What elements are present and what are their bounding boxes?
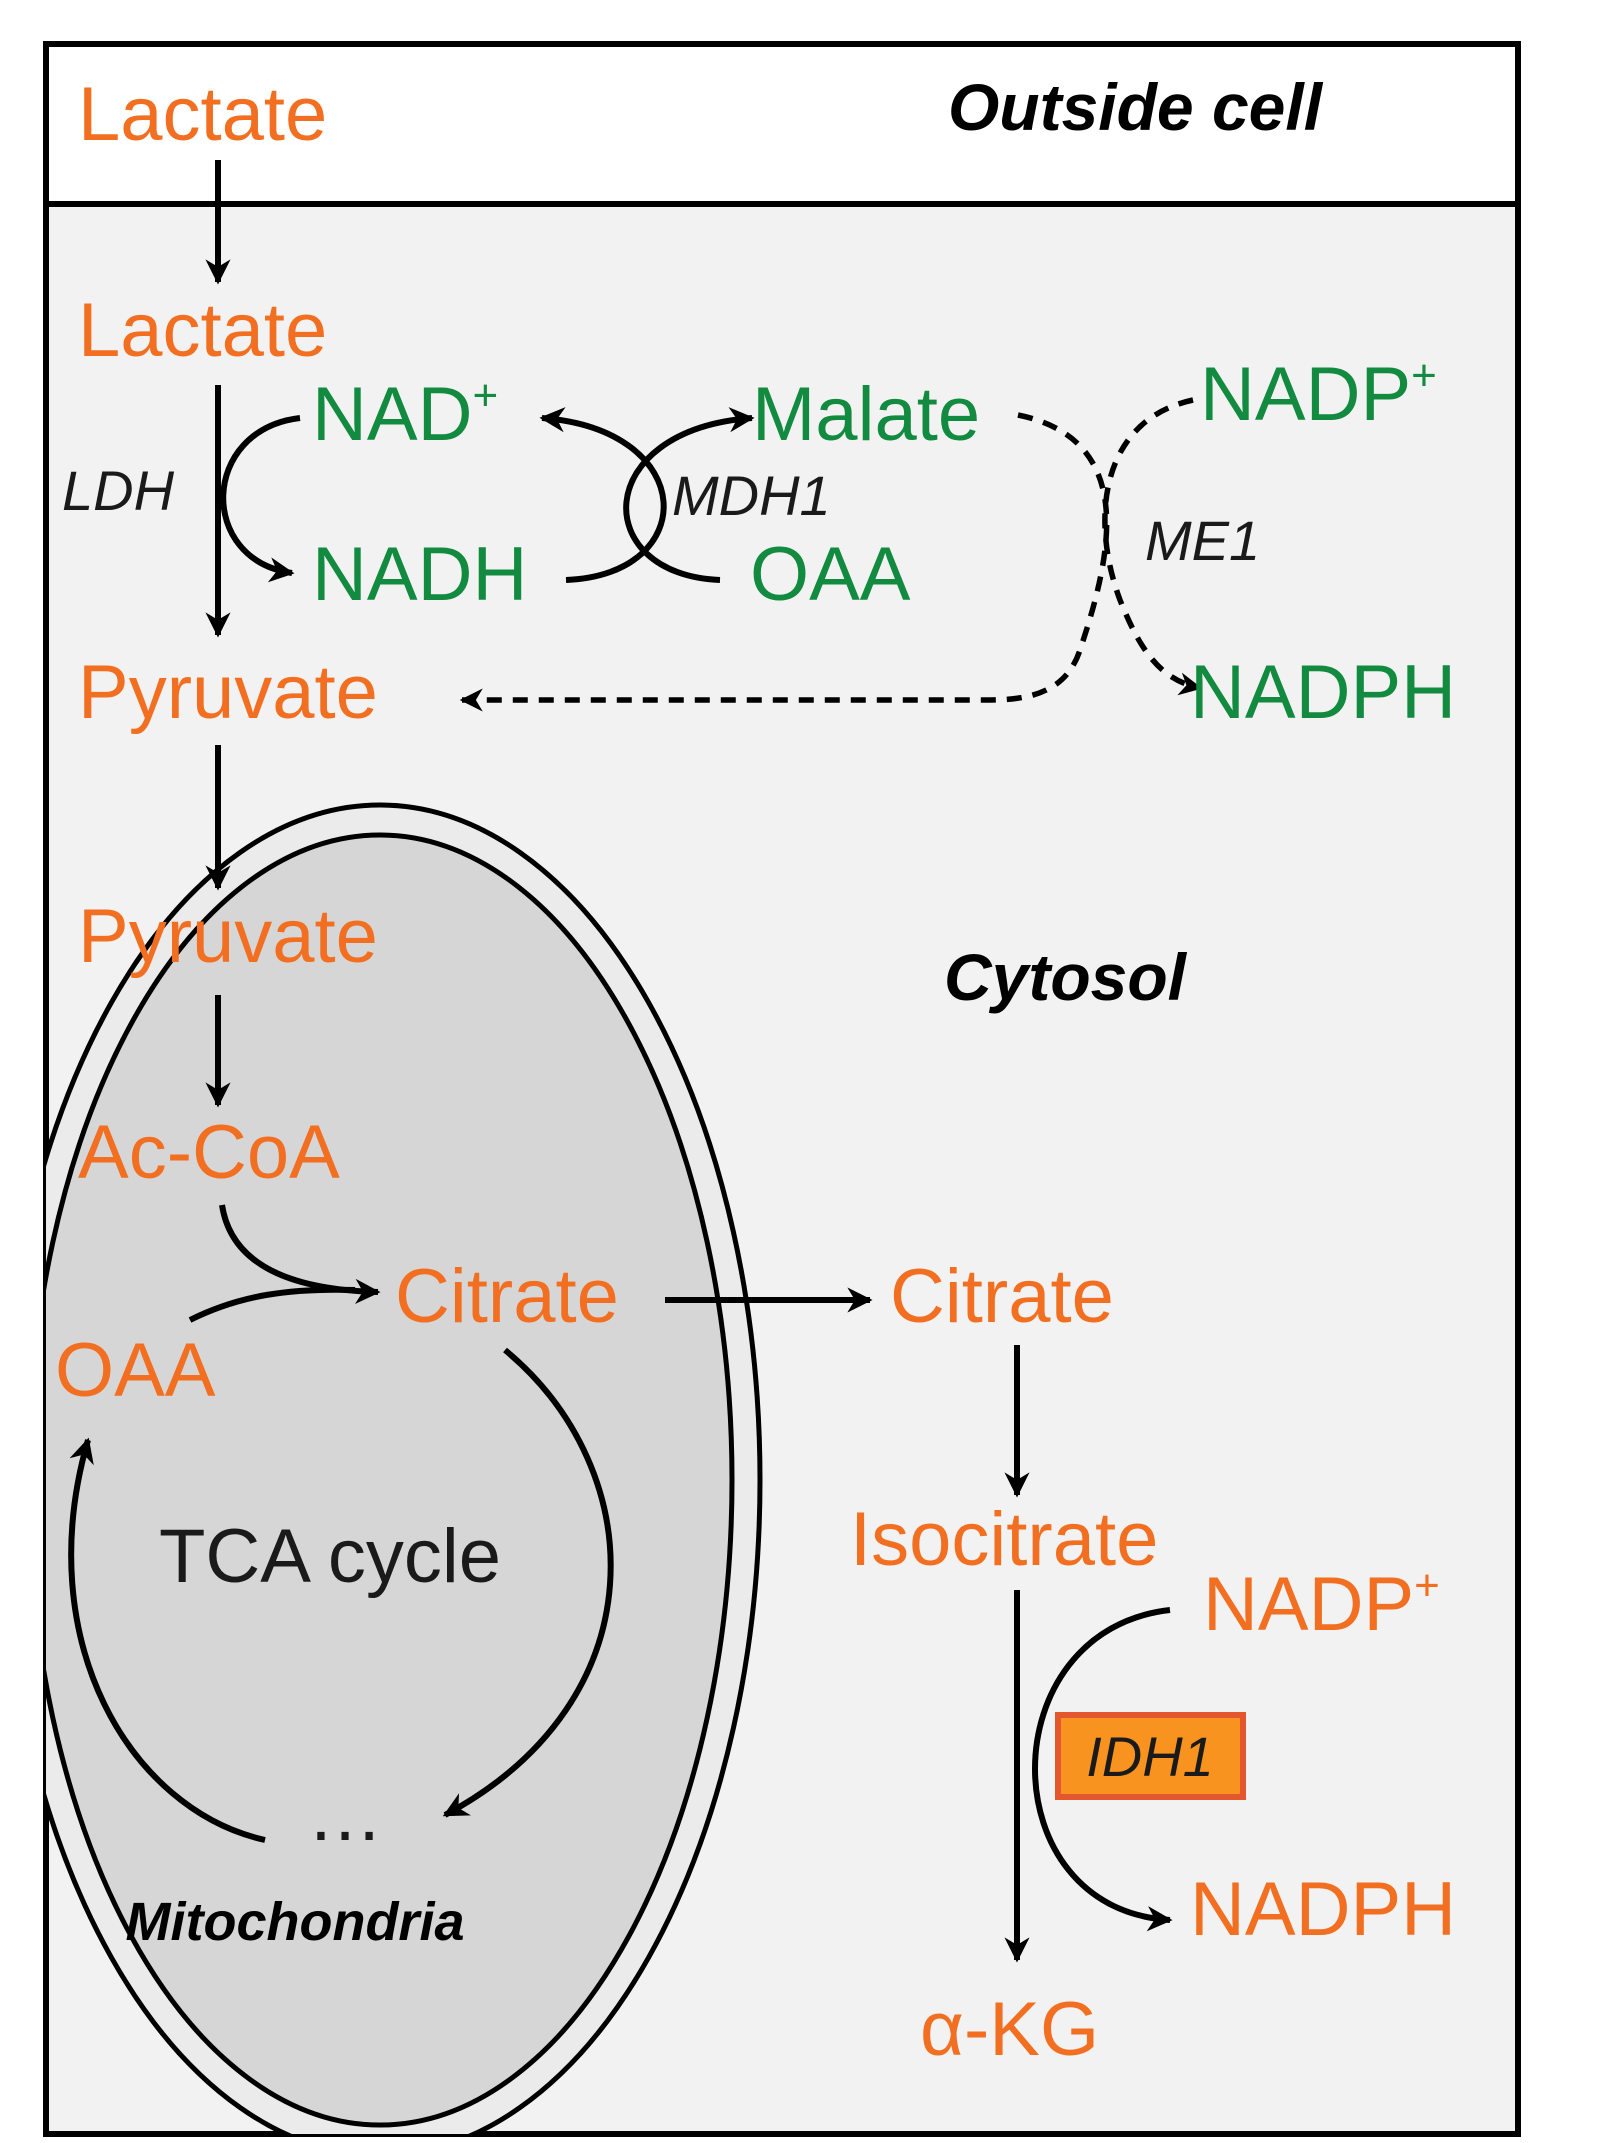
citrate-mitochondrial: Citrate: [395, 1254, 619, 1339]
citrate-cytosolic: Citrate: [890, 1254, 1114, 1339]
arrow-me1-malate-to-pyruvate: [459, 412, 1110, 712]
oaa-cytosolic: OAA: [750, 532, 911, 617]
tca-ellipsis: …: [307, 1772, 383, 1857]
isocitrate: Isocitrate: [850, 1497, 1158, 1582]
alpha-kg: α-KG: [920, 1987, 1099, 2072]
arrow-me1-nadp-to-nadph: [1102, 397, 1203, 696]
arrow-idh1-nadp-to-nadph: [1032, 1607, 1173, 1932]
malate: Malate: [752, 372, 980, 457]
mitochondria-label: Mitochondria: [126, 1892, 465, 1952]
oaa-mitochondrial: OAA: [55, 1328, 216, 1413]
pyruvate-mitochondrial: Pyruvate: [78, 894, 378, 979]
lactate-extracellular: Lactate: [78, 72, 327, 157]
tca-cycle-label: TCA cycle: [159, 1514, 501, 1599]
nadph-idh1: NADPH: [1190, 1867, 1456, 1952]
arrow-mdh1-nadh-to-nad: [539, 407, 667, 583]
idh1-enzyme-label: IDH1: [1086, 1725, 1214, 1788]
pyruvate-cytosolic: Pyruvate: [78, 650, 378, 735]
lactate-intracellular: Lactate: [78, 288, 327, 373]
outside-cell-region: [43, 41, 1521, 207]
outside-cell-label: Outside cell: [948, 70, 1324, 144]
mdh1-enzyme-label: MDH1: [672, 464, 831, 527]
arrow-mdh1-oaa-to-malate: [623, 407, 755, 583]
arrow-ldh-nad-to-nadh: [220, 415, 301, 583]
nadp-plus-me1: NADP+: [1200, 351, 1437, 437]
nadh: NADH: [312, 532, 527, 617]
me1-enzyme-label: ME1: [1145, 509, 1260, 572]
ac-coa: Ac-CoA: [78, 1110, 340, 1195]
nad-plus: NAD+: [312, 371, 498, 457]
idh1-enzyme-box: [1055, 1712, 1246, 1800]
arrow-tca-citrate-to-ellipsis: [442, 1347, 614, 1818]
arrow-oaa-to-citrate: [188, 1286, 356, 1323]
ldh-enzyme-label: LDH: [62, 459, 175, 522]
mitochondria-inner-membrane: [46, 832, 735, 2128]
cytosol-label: Cytosol: [944, 940, 1188, 1014]
nadp-plus-idh1: NADP+: [1203, 1561, 1440, 1647]
nadph-me1: NADPH: [1190, 650, 1456, 735]
arrow-tca-ellipsis-to-oaa: [68, 1437, 266, 1843]
